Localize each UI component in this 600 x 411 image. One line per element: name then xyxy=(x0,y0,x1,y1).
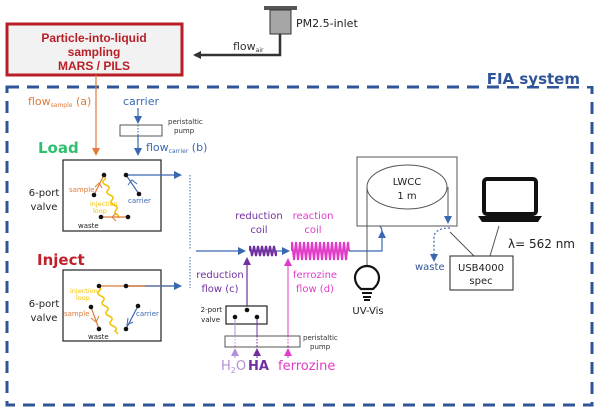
waste-outflow-arrow xyxy=(430,227,451,262)
waste-label: waste xyxy=(415,262,445,273)
pm25-inlet: PM2.5-inlet flowair xyxy=(193,6,358,59)
inject-port xyxy=(96,326,102,332)
peristaltic-pump-top xyxy=(119,124,163,137)
inject-port xyxy=(96,283,102,289)
pils-title-line3: MARS / PILS xyxy=(58,59,130,73)
air-flow-line xyxy=(193,34,282,59)
inlet-cap xyxy=(264,6,297,10)
reaction-coil-shape xyxy=(291,241,350,261)
reduction-coil-shape xyxy=(249,245,277,257)
inject-title: Inject xyxy=(37,251,85,269)
uv-vis-lamp: UV-Vis xyxy=(352,187,384,317)
ferrozine-flow-label-2: flow (d) xyxy=(296,284,334,295)
load-loop-label-1: injection xyxy=(90,200,118,208)
pump-bottom-label-1: peristaltic xyxy=(303,334,338,342)
wavelength-label: λ= 562 nm xyxy=(508,237,575,251)
inject-loop-label-1: injection xyxy=(70,287,98,295)
peristaltic-pump-bottom xyxy=(224,335,301,348)
inject-valve-label-2: valve xyxy=(31,313,58,324)
fia-system-border xyxy=(5,85,594,407)
reduction-flow-label-2: flow (c) xyxy=(201,284,238,295)
inject-port xyxy=(135,303,141,309)
inject-valve: Inject 6-port valve injection loop sampl… xyxy=(29,251,182,342)
reaction-coil: reaction coil xyxy=(291,211,350,261)
reduction-flow-label-1: reduction xyxy=(196,270,243,281)
spec-label-1: USB4000 xyxy=(458,263,504,274)
load-loop-label-2: loop xyxy=(93,207,107,215)
load-injection-loop xyxy=(102,174,120,219)
inject-injection-loop xyxy=(97,285,119,335)
reaction-coil-label-2: coil xyxy=(304,225,321,236)
inject-valve-box xyxy=(62,269,162,342)
load-port xyxy=(98,214,104,220)
load-port xyxy=(91,192,97,198)
pils-title-line1: Particle-into-liquid xyxy=(41,31,146,45)
laptop-icon xyxy=(478,177,542,222)
inject-sample-label: sample xyxy=(64,310,89,318)
reaction-coil-label-1: reaction xyxy=(293,211,334,222)
load-sample-label: sample xyxy=(69,186,94,194)
pils-box: Particle-into-liquid sampling MARS / PIL… xyxy=(5,22,184,77)
inject-waste-label: waste xyxy=(88,333,109,341)
inject-port xyxy=(123,283,129,289)
load-valve-label-1: 6-port xyxy=(29,188,60,199)
inject-loop-label-2: loop xyxy=(76,294,90,302)
usb4000-spectrometer xyxy=(449,255,514,291)
lwcc-label-2: 1 m xyxy=(397,191,416,202)
inlet-label: PM2.5-inlet xyxy=(296,17,358,30)
two-port-valve-label-1: 2-port xyxy=(201,306,223,314)
ferrozine-label: ferrozine xyxy=(278,359,335,374)
pump-top-label-1: peristaltic xyxy=(168,118,203,126)
inject-port xyxy=(88,304,94,310)
load-sample-chevron xyxy=(94,182,103,189)
lightbulb-icon xyxy=(353,264,381,291)
inject-carrier-label: carrier xyxy=(136,310,159,318)
fia-system-title: FIA system xyxy=(487,70,580,88)
inlet-body xyxy=(269,9,292,35)
carrier-flow-label: flowcarrier (b) xyxy=(146,141,207,155)
uv-vis-label: UV-Vis xyxy=(352,306,383,317)
reduction-coil: reduction coil xyxy=(235,211,290,257)
h2o-label: H2O xyxy=(221,359,246,375)
load-valve-label-2: valve xyxy=(31,202,58,213)
load-carrier-label: carrier xyxy=(128,197,151,205)
lwcc-cell: LWCC 1 m xyxy=(356,156,458,227)
ha-label: HA xyxy=(248,359,269,374)
load-title: Load xyxy=(38,139,79,157)
pump-bottom-label-2: pump xyxy=(310,343,331,351)
pils-title-line2: sampling xyxy=(68,45,121,59)
load-waste-label: waste xyxy=(78,222,99,230)
to-lwcc-line xyxy=(349,230,386,252)
carrier-label: carrier xyxy=(123,95,159,108)
reduction-coil-label-2: coil xyxy=(250,225,267,236)
lwcc-label-1: LWCC xyxy=(393,177,422,188)
load-valve: Load 6-port valve sample injection loop … xyxy=(29,139,182,232)
inject-valve-label-1: 6-port xyxy=(29,299,60,310)
sample-flow-label: flowsample (a) xyxy=(28,95,91,109)
pump-top-label-2: pump xyxy=(174,127,195,135)
reduction-coil-label-1: reduction xyxy=(235,211,282,222)
spec-label-2: spec xyxy=(469,276,492,287)
load-port xyxy=(123,172,129,178)
load-port xyxy=(136,191,142,197)
two-port-valve-label-2: valve xyxy=(201,316,220,324)
air-flow-label: flowair xyxy=(233,40,264,54)
ferrozine-flow-label-1: ferrozine xyxy=(293,270,337,281)
load-port xyxy=(101,172,107,178)
inject-port xyxy=(123,326,129,332)
load-port xyxy=(125,214,131,220)
